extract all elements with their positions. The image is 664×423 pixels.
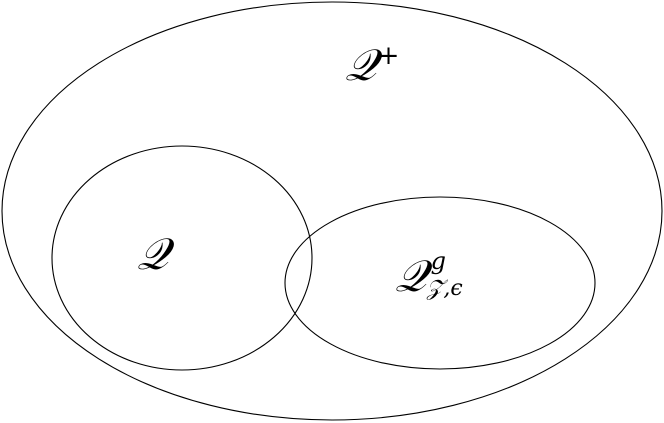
outer-set-label: 𝒬+ (345, 41, 400, 88)
outer-set-base: 𝒬 (345, 40, 377, 91)
left-set-label: 𝒬 (137, 233, 169, 277)
right-set-base: 𝒬 (395, 251, 427, 302)
left-set-ellipse (51, 145, 313, 371)
right-set-superscript: g (430, 247, 446, 275)
right-set-subscript: 𝒵,ϵ (426, 276, 463, 301)
right-set-ellipse (284, 196, 596, 370)
outer-set-superscript: + (377, 41, 400, 71)
left-set-base: 𝒬 (137, 229, 169, 280)
